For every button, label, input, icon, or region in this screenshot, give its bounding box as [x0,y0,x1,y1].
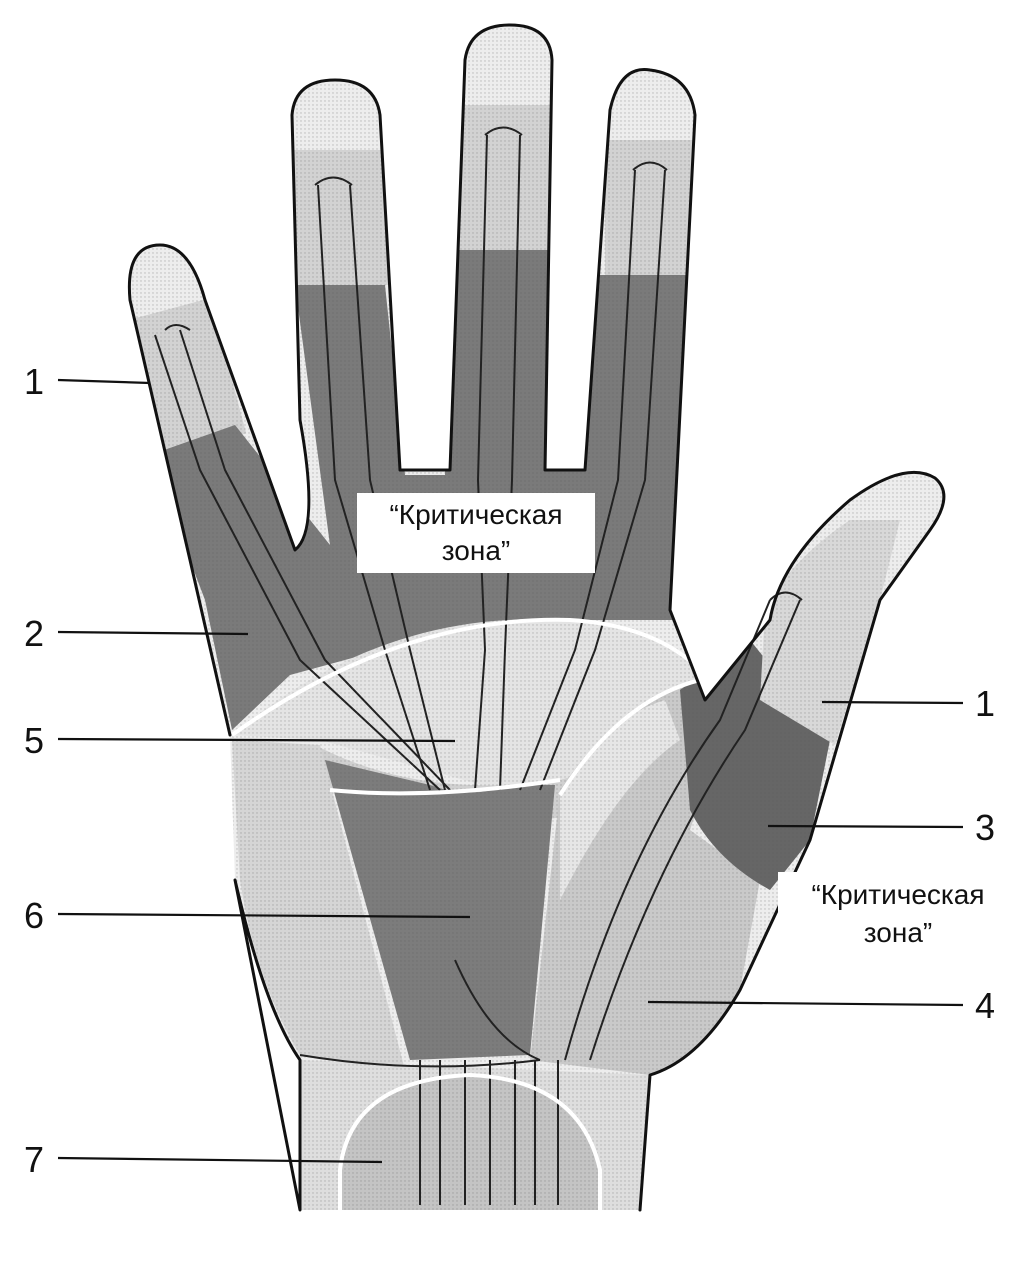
zone-number-labels: 1 2 5 6 7 1 3 4 [24,361,995,1180]
leader-thumb-zone-4 [647,1000,964,1007]
leader-web-zone-2 [57,630,249,636]
leader-lines [57,378,964,1164]
critical-zone-thumb-label: “Критическая зона” [778,872,1018,958]
hand-outline [127,23,946,1212]
zone-boundaries-dark [299,959,541,1068]
label-web-zone-2: 2 [24,613,44,654]
label-thumb-zone-1: 1 [975,683,995,724]
leader-palm-zone-5 [57,737,456,743]
tendons [154,126,803,1205]
leader-finger-zone-1 [57,378,151,385]
label-finger-zone-1: 1 [24,361,44,402]
critical-zone-thumb-line2: зона” [864,917,932,948]
leader-wrist-zone-7 [57,1156,383,1164]
leader-thumb-zone-1 [821,700,964,705]
leader-thumb-zone-3 [767,824,964,829]
critical-zone-fingers-label: “Критическая зона” [357,493,595,573]
label-wrist-zone-7: 7 [24,1139,44,1180]
critical-zone-thumb-box [778,872,1018,958]
label-carpal-zone-6: 6 [24,895,44,936]
critical-zone-fingers-line1: “Критическая [389,499,562,530]
leader-carpal-zone-6 [57,912,471,919]
zone-boundaries [230,617,701,1210]
critical-zone-fingers-box [357,493,595,573]
label-palm-zone-5: 5 [24,720,44,761]
critical-zone-fingers-line2: зона” [442,535,510,566]
label-thumb-zone-3: 3 [975,807,995,848]
critical-zone-thumb-line1: “Критическая [811,879,984,910]
label-thumb-zone-4: 4 [975,985,995,1026]
